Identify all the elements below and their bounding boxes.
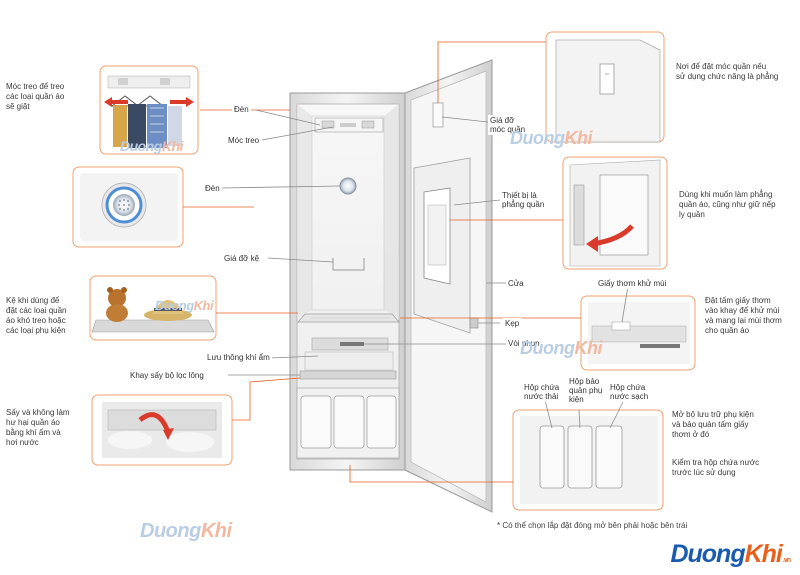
label-press-device: Thiết bị là phẳng quần bbox=[500, 190, 547, 210]
shelf bbox=[297, 313, 400, 323]
note-dryer: Sấy và không làm hư hại quần áo bằng khí… bbox=[6, 408, 70, 447]
label-clip: Kẹp bbox=[503, 318, 522, 329]
label-aroma-pad: Giấy thơm khử mùi bbox=[596, 278, 669, 289]
panel-shelf bbox=[89, 275, 217, 341]
note-check: Kiểm tra hộp chứa nước trước lúc sử dụng bbox=[672, 458, 760, 477]
watermark-logo: DuongKhi bbox=[120, 138, 183, 154]
note-press: Dùng khi muốn làm phẳng quần áo, cũng nh… bbox=[679, 190, 776, 219]
hanger-rail bbox=[314, 117, 384, 133]
label-accessory-box: Hộp bảo quản phụ kiện bbox=[567, 376, 605, 405]
hat-icon bbox=[144, 300, 192, 321]
footnote: * Có thể chọn lắp đặt đóng mở bên phải h… bbox=[497, 521, 688, 530]
panel-press bbox=[562, 156, 668, 270]
water-tanks bbox=[296, 387, 400, 459]
label-waste-tank: Hộp chứa nước thải bbox=[522, 382, 562, 402]
label-door: Cửa bbox=[506, 278, 526, 289]
note-aroma: Đặt tấm giấy thơm vào khay để khử mùi và… bbox=[705, 296, 782, 335]
watermark-logo: DuongKhi bbox=[140, 520, 232, 542]
clothes-icon bbox=[113, 104, 182, 148]
panel-aroma bbox=[580, 295, 696, 371]
watermark-logo: DuongKhi bbox=[155, 298, 214, 313]
panel-dryer bbox=[91, 394, 233, 466]
note-shelf: Kệ khi dùng để đặt các loại quần áo khó … bbox=[6, 296, 67, 335]
label-light-mid: Đèn bbox=[203, 183, 222, 194]
lamp-icon bbox=[339, 177, 357, 195]
leader-lines bbox=[183, 41, 629, 483]
teddy-bear-icon bbox=[106, 287, 128, 322]
brand-logo: DuongKhi.vn bbox=[670, 540, 791, 568]
label-clean-tank: Hộp chứa nước sạch bbox=[608, 382, 651, 402]
watermark-logo: DuongKhi bbox=[520, 338, 602, 358]
panel-hangers bbox=[99, 65, 199, 155]
label-nozzle: Vòi phun bbox=[506, 338, 542, 349]
arrow-icon bbox=[104, 97, 194, 107]
watermark-logo: DuongKhi bbox=[510, 128, 592, 148]
cabinet-door bbox=[404, 59, 493, 513]
note-pants-holder: Nơi để đặt móc quần nếu sử dụng chức năn… bbox=[676, 62, 779, 81]
label-pants-holder: Giá đỡ móc quần bbox=[488, 115, 528, 135]
panel-lamp bbox=[72, 166, 184, 248]
label-air-flow: Lưu thông khí ẩm bbox=[205, 352, 272, 363]
panel-storage bbox=[512, 409, 664, 511]
label-lint-filter: Khay sấy bộ lọc lông bbox=[128, 370, 206, 381]
label-shelf-holder: Giá đỡ kệ bbox=[222, 253, 262, 264]
note-hangers: Móc treo để treo các loại quần áo sẽ giặ… bbox=[6, 82, 65, 111]
cabinet-body bbox=[289, 92, 406, 471]
label-light-top: Đèn bbox=[232, 104, 251, 115]
panel-pants-holder bbox=[545, 31, 665, 143]
note-storage: Mở bộ lưu trữ phụ kiện và bảo quản tấm g… bbox=[672, 410, 754, 439]
label-hangers: Móc treo bbox=[226, 135, 262, 146]
